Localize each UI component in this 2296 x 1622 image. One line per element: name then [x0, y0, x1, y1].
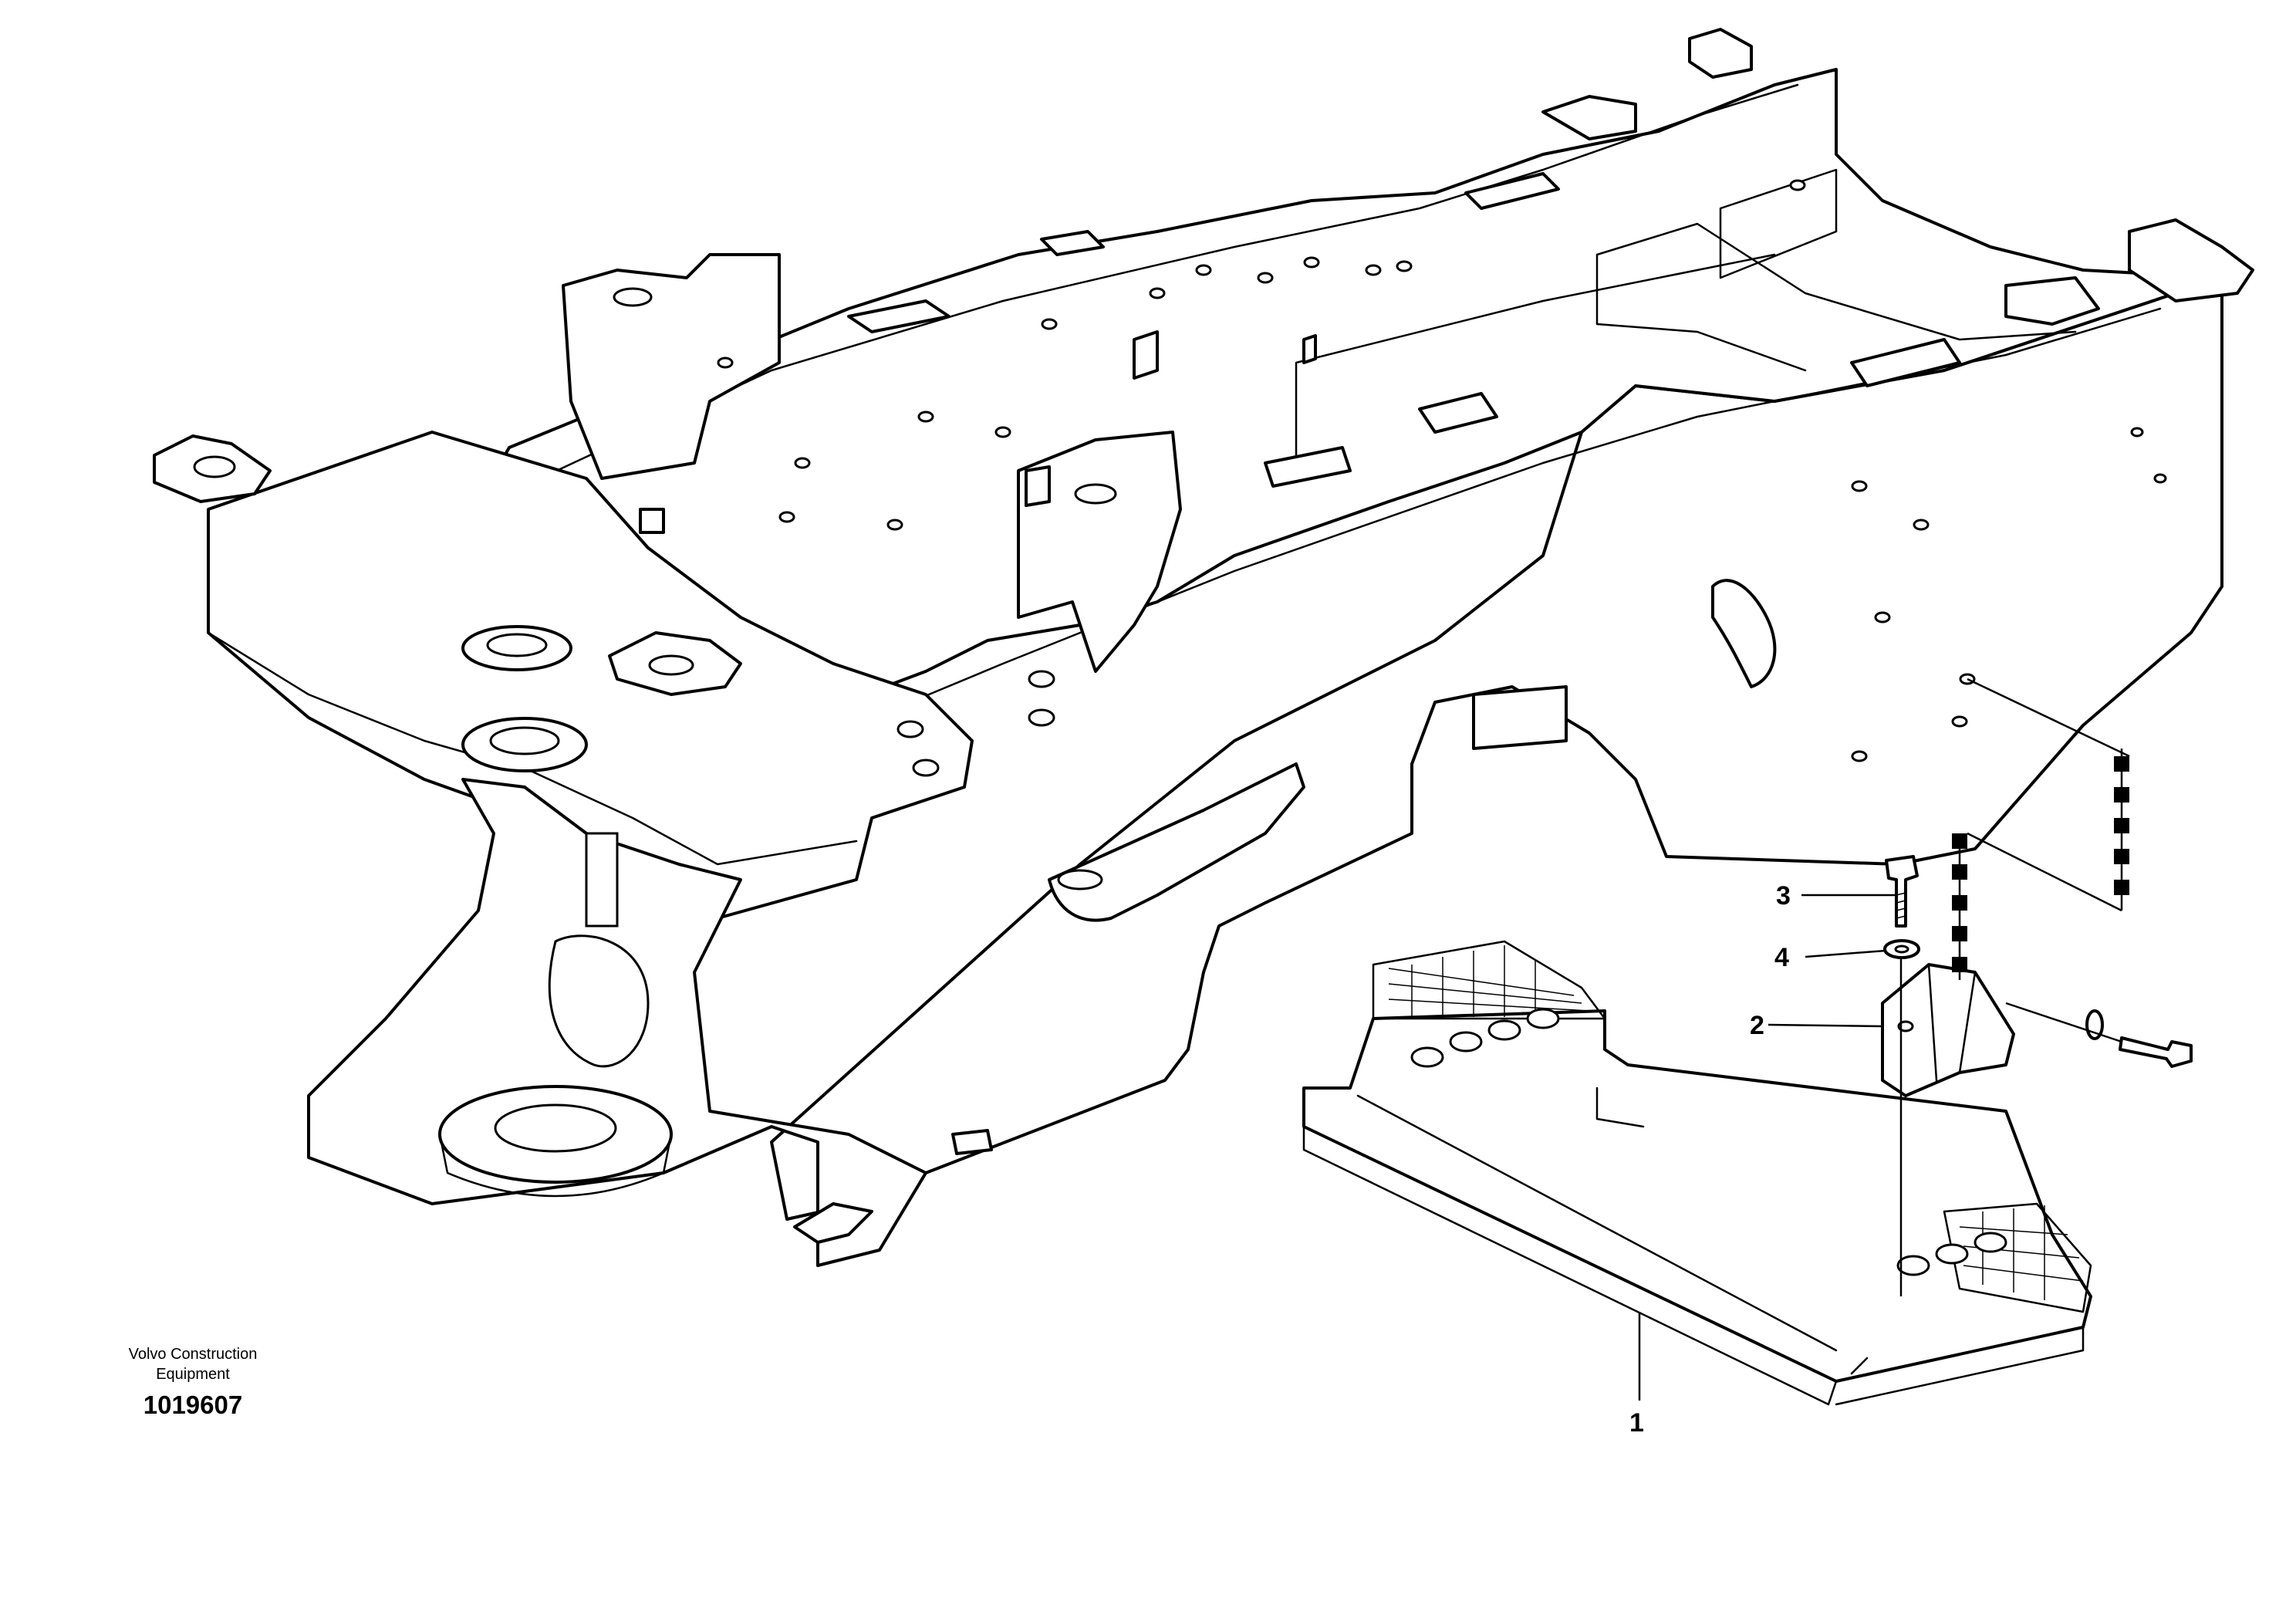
- assembly-axis-horizontal: [2005, 1002, 2122, 1043]
- company-caption: Volvo Construction Equipment: [128, 1346, 258, 1383]
- deck-crossmember: [1595, 222, 2077, 372]
- deck-pivot-ring-bore: [486, 633, 548, 657]
- rear-plate-hook: [1711, 579, 1777, 688]
- deck-clip-4: [639, 508, 665, 534]
- callout-leaders: [1638, 894, 1896, 1401]
- step-bracket-fold: [1927, 963, 1977, 1082]
- step-holes: [1410, 1008, 2007, 1276]
- deck-block-1: [847, 299, 950, 333]
- callout-leader-4: [1805, 949, 1886, 958]
- machine-frame: [153, 28, 2254, 1267]
- drawing-number: 1019607: [143, 1391, 243, 1419]
- step-tread-rear: [1943, 1202, 2092, 1313]
- cab-mount-post-left-hole: [613, 287, 653, 307]
- step-platform: [1302, 1009, 2092, 1383]
- cab-mount-rear-far: [2004, 276, 2100, 326]
- upper-pivot-ring-bore: [489, 726, 560, 755]
- cab-mount-front-center-hole: [648, 654, 694, 676]
- washer-bore: [1894, 944, 1909, 954]
- deck-clip-1: [1025, 465, 1051, 507]
- lower-pivot-skirt: [438, 1133, 673, 1198]
- cab-mount-post-left: [562, 253, 781, 480]
- bolt-vertical-thread: [1896, 892, 1906, 919]
- step-assembly: [1302, 678, 2193, 1406]
- deck-block-6: [1850, 338, 1961, 387]
- frame-hook-bracket: [793, 1202, 873, 1244]
- lower-pivot-ring-bore: [494, 1103, 617, 1153]
- callout-leader-2: [1768, 1023, 1883, 1028]
- step-bracket-hole: [1897, 1020, 1914, 1032]
- deck-block-3: [1464, 172, 1560, 210]
- step-platform-edge: [1302, 1125, 2085, 1406]
- callout-label-2: 2: [1750, 1011, 1764, 1040]
- step-platform-inner: [1356, 1094, 1869, 1375]
- assembly-axis-frame: [1967, 678, 2130, 758]
- deck-block-4: [1264, 446, 1352, 488]
- step-platform-notch: [1595, 1086, 1645, 1128]
- bolt-horizontal: [2119, 1036, 2193, 1068]
- step-tread-front-grid: [1388, 945, 1590, 1017]
- frame-side-pad: [1472, 685, 1568, 750]
- cab-mount-post-center: [1017, 431, 1182, 673]
- callout-label-3: 3: [1776, 881, 1791, 911]
- cab-mount-rear-left: [1541, 95, 1637, 140]
- step-tread-front: [1372, 940, 1606, 1020]
- deck-rail-left: [539, 83, 1799, 480]
- deck-clip-3: [1302, 334, 1317, 364]
- rear-frame-side-plate: [770, 276, 2223, 1221]
- bolt-vertical: [1885, 855, 1919, 928]
- pillar-opening: [548, 934, 650, 1068]
- callout-label-1: 1: [1629, 1408, 1644, 1438]
- deck-bushings: [717, 179, 2167, 777]
- cab-mount-rear-right: [2128, 218, 2254, 302]
- deck-clip-2: [1133, 330, 1159, 380]
- frame-small-pad: [951, 1129, 993, 1155]
- lift-arm: [1048, 762, 1305, 922]
- deck-block-2: [1040, 230, 1105, 256]
- break-line-markers: [1952, 748, 2129, 980]
- cab-mount-rear-top: [1688, 28, 1753, 79]
- pillar-slot: [585, 832, 619, 928]
- cab-mount-post-center-hole: [1074, 483, 1117, 505]
- callout-label-4: 4: [1774, 943, 1789, 972]
- cab-mount-front-left-hole: [193, 455, 236, 478]
- lift-arm-bore: [1057, 869, 1103, 890]
- front-frame-section: [207, 431, 974, 920]
- step-bracket: [1881, 963, 2015, 1097]
- deck-block-5: [1418, 392, 1498, 434]
